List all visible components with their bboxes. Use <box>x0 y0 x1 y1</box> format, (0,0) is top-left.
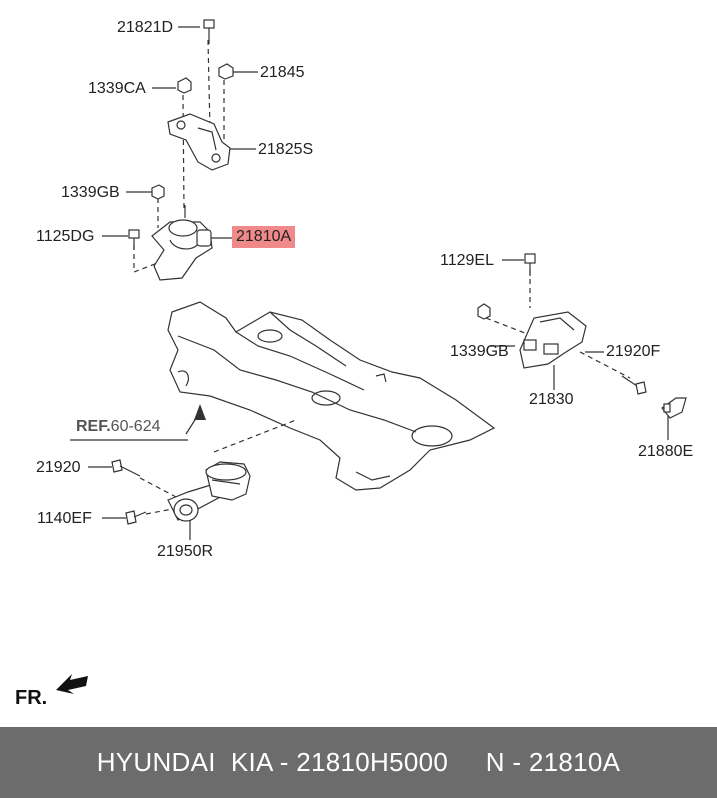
label-1339GB: 1339GB <box>61 184 120 201</box>
clip-21880E <box>661 397 687 419</box>
nut-1339GB <box>151 184 165 200</box>
front-orientation-label: FR. <box>15 687 48 709</box>
engine-mount-21810A <box>151 205 213 281</box>
roll-rod-21950R <box>167 461 251 522</box>
label-1339GB-right: 1339GB <box>450 343 509 360</box>
bracket-21825S <box>167 113 231 171</box>
nut-21845 <box>218 63 234 80</box>
reference-number: 60-624 <box>110 418 161 435</box>
label-21821D: 21821D <box>117 19 174 36</box>
label-1339CA: 1339CA <box>88 80 146 97</box>
nut-1339GB-right <box>477 303 491 320</box>
label-21810A-highlighted: 21810A <box>232 226 296 248</box>
front-direction-arrow-icon <box>56 674 88 694</box>
label-21880E: 21880E <box>638 443 694 460</box>
bolt-1129EL <box>524 253 536 276</box>
reference-label: REF.60-624 <box>76 418 161 436</box>
subframe-crossmember <box>167 301 496 491</box>
nut-1339CA <box>177 77 192 94</box>
label-1129EL: 1129EL <box>440 252 494 269</box>
label-21845: 21845 <box>260 64 305 81</box>
label-21950R: 21950R <box>157 543 214 560</box>
reference-prefix: REF. <box>76 418 111 435</box>
bolt-1140EF <box>125 510 147 525</box>
bolt-21920 <box>111 459 141 477</box>
label-21920: 21920 <box>36 459 81 476</box>
label-21830: 21830 <box>529 391 574 408</box>
label-1140EF: 1140EF <box>37 510 92 527</box>
bolt-21920F <box>621 375 647 395</box>
label-21825S: 21825S <box>258 141 314 158</box>
bolt-1125DG <box>128 229 140 250</box>
footer-part-number-text: HYUNDAI KIA - 21810H5000 N - 21810A <box>96 747 621 777</box>
bolt-21821D <box>203 19 215 44</box>
parts-exploded-diagram <box>56 19 687 694</box>
footer-bar: HYUNDAI KIA - 21810H5000 N - 21810A <box>0 727 717 798</box>
label-21920F: 21920F <box>606 343 661 360</box>
bracket-21830 <box>519 311 587 369</box>
label-1125DG: 1125DG <box>36 228 95 245</box>
